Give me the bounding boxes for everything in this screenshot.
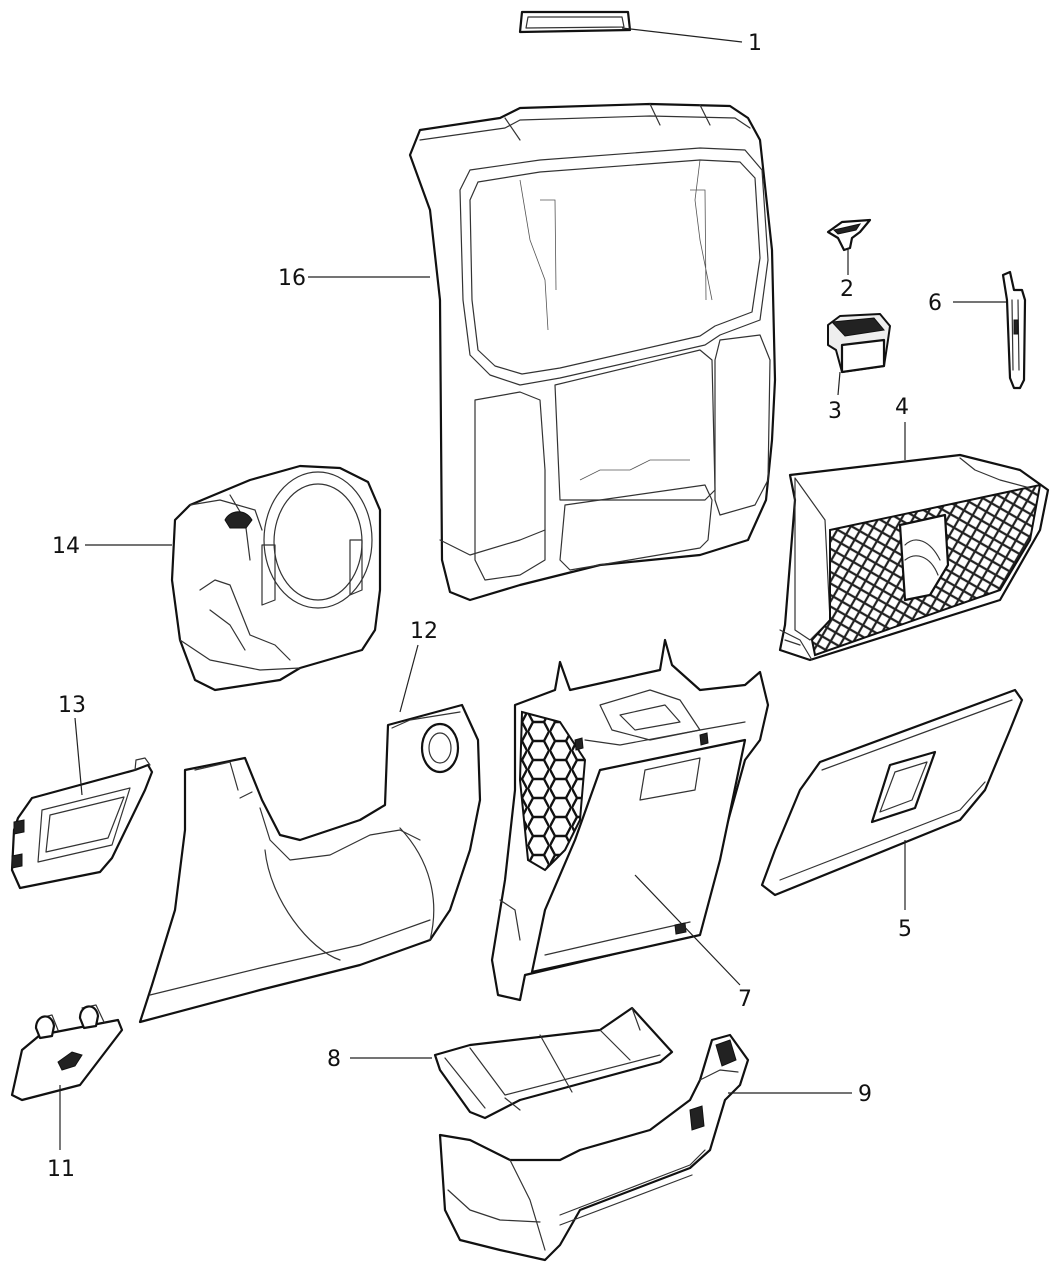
part-5-glove-box-door[interactable]: [760, 688, 1024, 897]
leader-lines: [59, 27, 1006, 1150]
part-6-bracket[interactable]: [1001, 270, 1027, 390]
callout-9: 9: [858, 1082, 872, 1107]
callout-14: 14: [52, 534, 80, 559]
part-3-switch[interactable]: [827, 313, 891, 374]
callout-7: 7: [738, 987, 752, 1012]
callout-2: 2: [840, 277, 854, 302]
part-12-lower-panel[interactable]: [138, 703, 482, 1024]
part-1-pad[interactable]: [518, 10, 632, 34]
callout-4: 4: [895, 395, 909, 420]
callout-1: 1: [748, 31, 762, 56]
part-11-latch[interactable]: [10, 1004, 124, 1102]
callout-12: 12: [410, 619, 438, 644]
callout-13: 13: [58, 693, 86, 718]
callout-3: 3: [828, 399, 842, 424]
part-7-center-housing[interactable]: [490, 638, 770, 1002]
part-14-steering-shroud[interactable]: [170, 464, 382, 692]
callout-6: 6: [928, 291, 942, 316]
part-9-lower-trim[interactable]: [438, 1033, 750, 1262]
callout-labels: 1 2 3 4 5 6 7 8 9 11 12 13 14 16: [47, 31, 942, 1182]
part-16-center-bezel[interactable]: [408, 102, 777, 602]
part-13-trim-bezel[interactable]: [10, 757, 154, 890]
callout-16: 16: [278, 266, 306, 291]
callout-5: 5: [898, 917, 912, 942]
part-8-tray[interactable]: [433, 1006, 674, 1120]
callout-8: 8: [327, 1047, 341, 1072]
part-2-clip[interactable]: [826, 218, 872, 252]
part-4-glove-box-bin[interactable]: [778, 453, 1050, 662]
callout-11: 11: [47, 1157, 75, 1182]
